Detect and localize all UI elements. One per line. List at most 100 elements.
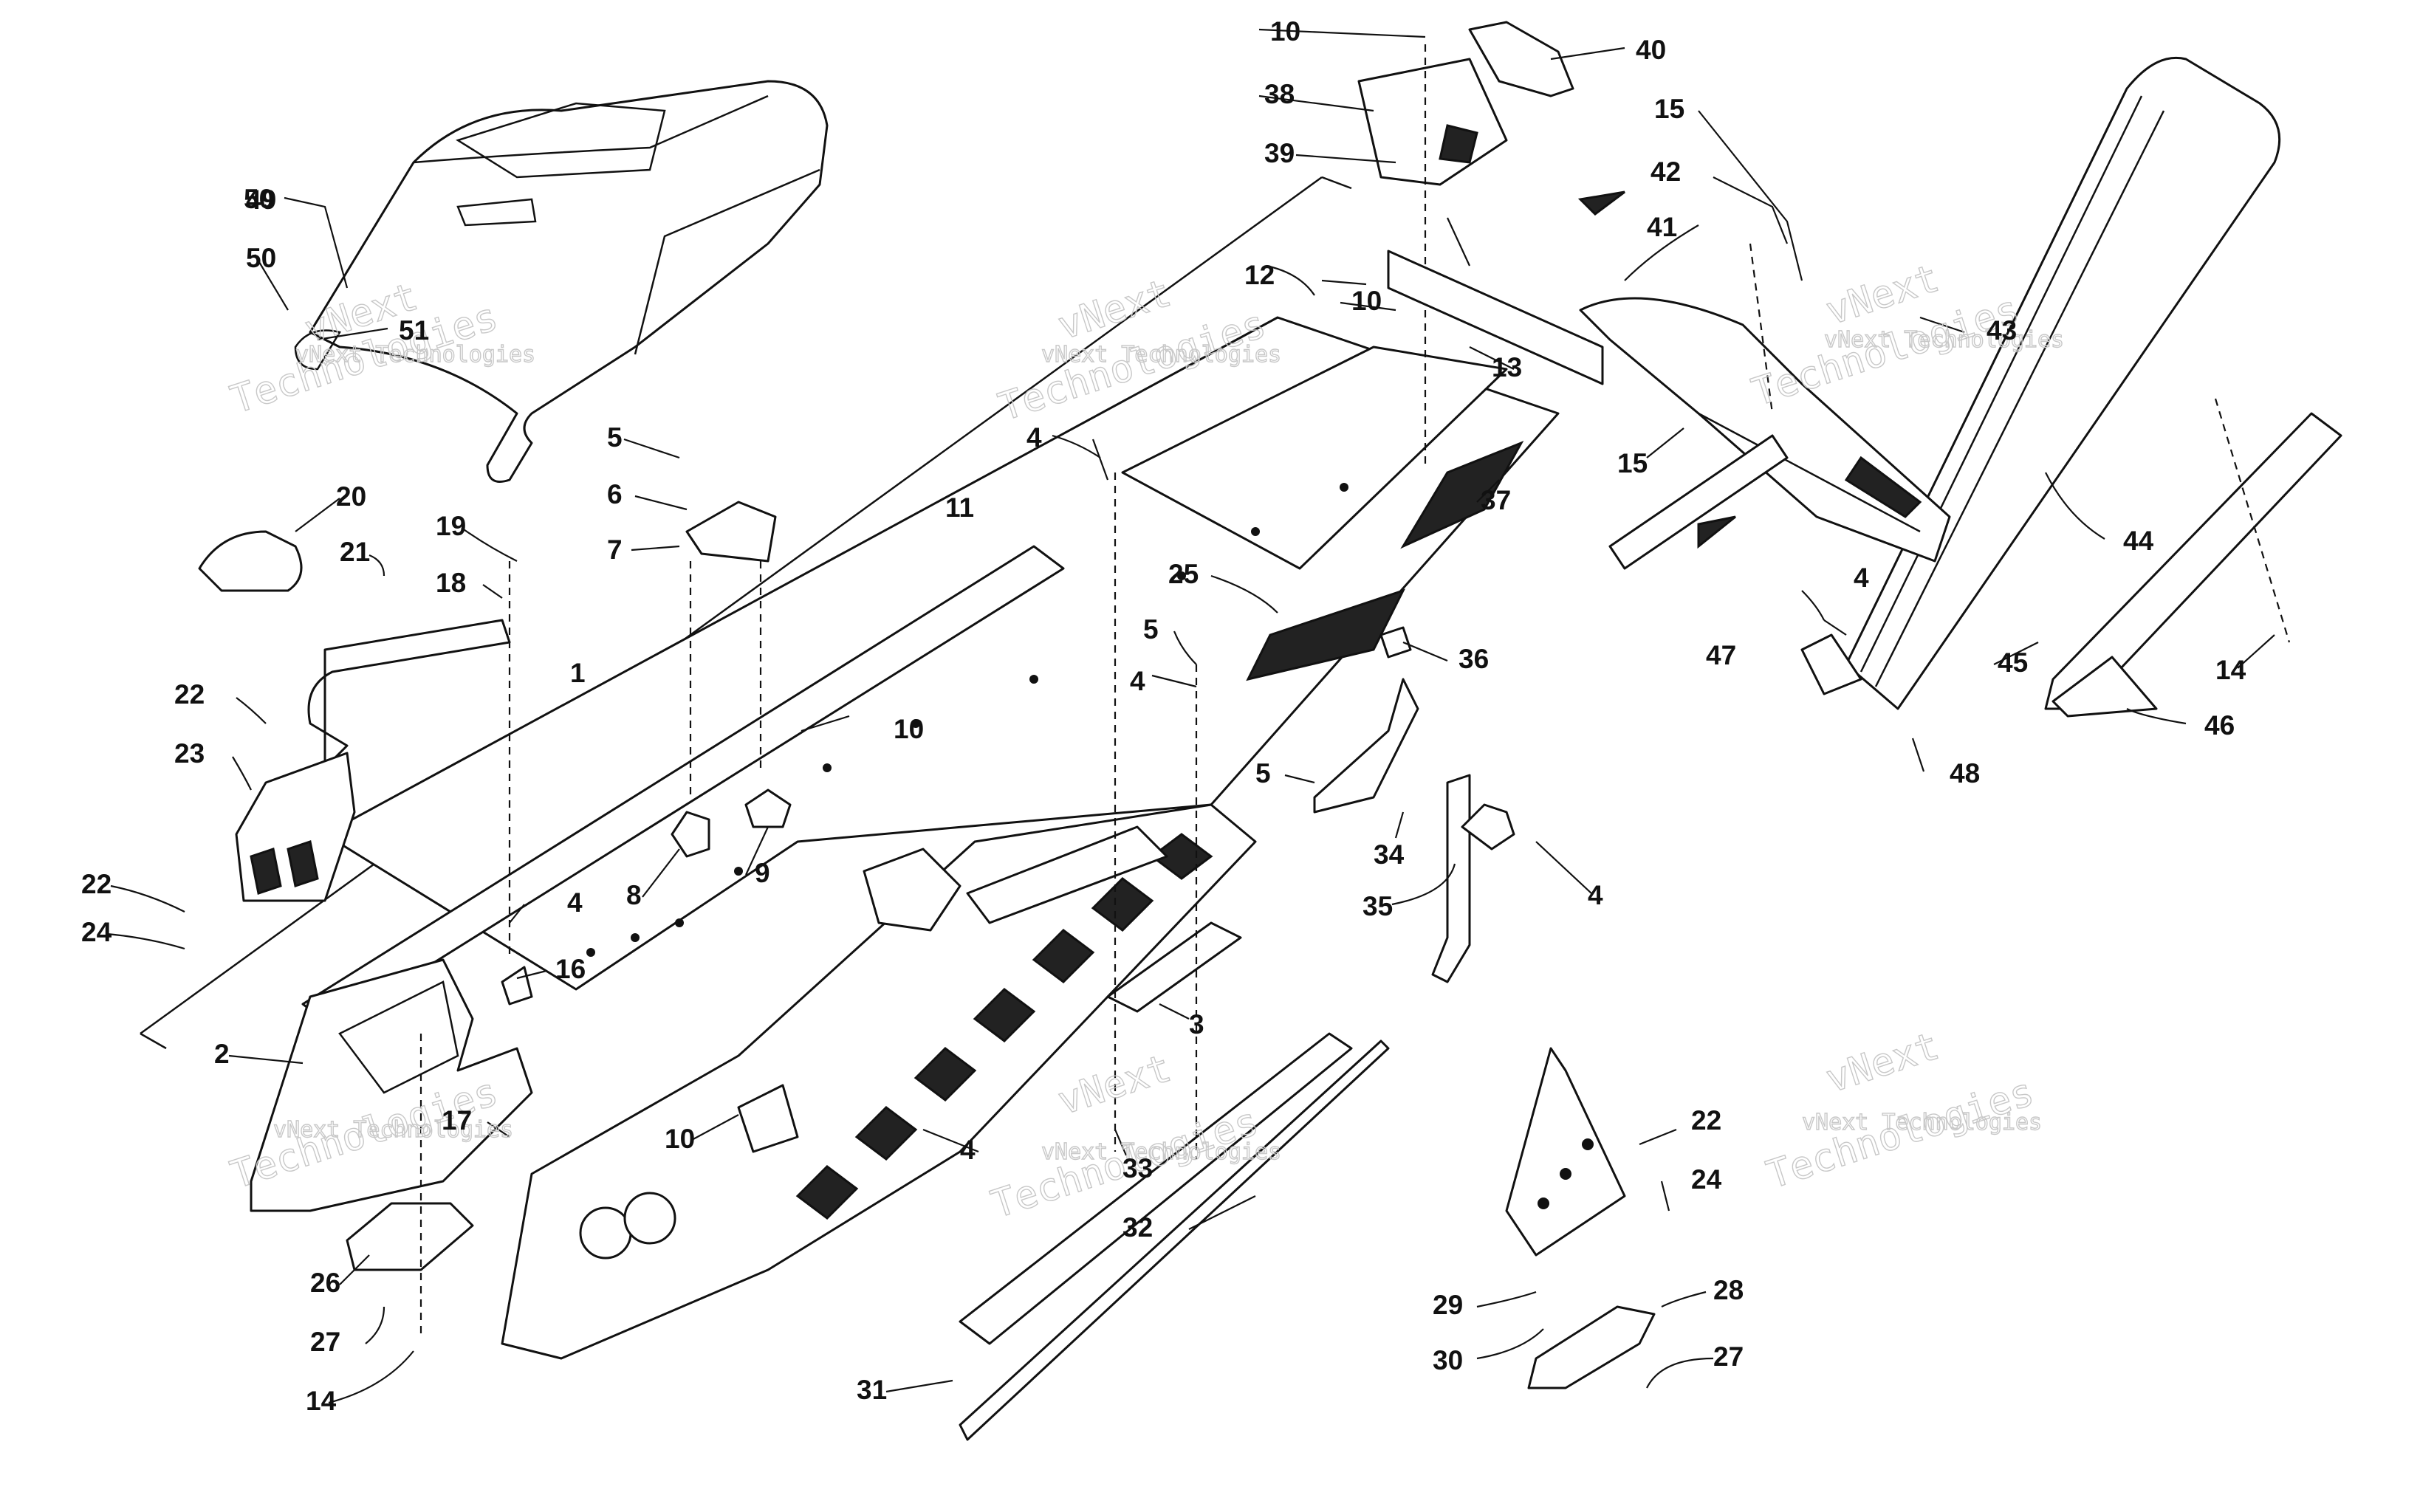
c41: 41 bbox=[1647, 212, 1677, 242]
c14b: 14 bbox=[2215, 655, 2246, 685]
bracket-7 bbox=[685, 501, 777, 563]
bracket-18 bbox=[307, 619, 511, 769]
c3: 3 bbox=[1189, 1009, 1204, 1040]
c5a: 5 bbox=[607, 422, 623, 453]
c6: 6 bbox=[607, 479, 623, 509]
c4d: 4 bbox=[1130, 666, 1145, 696]
c12: 12 bbox=[1244, 260, 1275, 290]
c45: 45 bbox=[1998, 647, 2028, 678]
c20: 20 bbox=[336, 481, 366, 512]
c33: 33 bbox=[1122, 1153, 1153, 1183]
cap-36 bbox=[1379, 626, 1412, 659]
c48: 48 bbox=[1950, 758, 1980, 788]
callout-50: 50 bbox=[244, 184, 274, 214]
c50: 50 bbox=[246, 243, 276, 273]
rod-31 bbox=[959, 1040, 1390, 1441]
grommet-4 bbox=[1461, 803, 1515, 850]
c27a: 27 bbox=[310, 1327, 340, 1357]
c4b: 4 bbox=[960, 1135, 976, 1165]
c10a: 10 bbox=[894, 714, 924, 744]
c1: 1 bbox=[570, 658, 586, 688]
c11: 11 bbox=[945, 492, 974, 523]
bar-32 bbox=[959, 1032, 1353, 1345]
c14a: 14 bbox=[306, 1386, 337, 1416]
c43: 43 bbox=[1987, 315, 2017, 346]
c15b: 15 bbox=[1617, 448, 1648, 478]
c24a: 24 bbox=[81, 917, 112, 947]
bracket-47 bbox=[1800, 633, 1862, 695]
seat-assembly bbox=[294, 80, 829, 483]
c29: 29 bbox=[1433, 1290, 1463, 1320]
c9: 9 bbox=[755, 858, 770, 888]
c2: 2 bbox=[214, 1039, 230, 1069]
c34: 34 bbox=[1374, 839, 1405, 870]
c42: 42 bbox=[1651, 157, 1681, 187]
direction-arrows bbox=[1577, 190, 1736, 549]
running-board-grips bbox=[795, 833, 1213, 1220]
c32: 32 bbox=[1122, 1212, 1153, 1243]
c5b: 5 bbox=[1143, 614, 1159, 645]
rear-light-assembly bbox=[1357, 21, 1574, 465]
c21: 21 bbox=[340, 537, 370, 567]
c7: 7 bbox=[607, 535, 623, 565]
c35: 35 bbox=[1362, 891, 1393, 921]
watermark-text: vNext Technologies bbox=[273, 1117, 513, 1143]
grommet-8 bbox=[671, 811, 710, 858]
c22b: 22 bbox=[81, 869, 112, 899]
c22c: 22 bbox=[1691, 1105, 1721, 1135]
c10d: 10 bbox=[1270, 16, 1300, 47]
c4e: 4 bbox=[1588, 880, 1603, 910]
cup-28 bbox=[1527, 1305, 1656, 1389]
bracket-29 bbox=[1505, 1047, 1626, 1257]
handle-35 bbox=[1431, 774, 1471, 983]
c47: 47 bbox=[1706, 640, 1736, 670]
c38: 38 bbox=[1264, 79, 1295, 109]
leader-lines bbox=[106, 28, 2291, 1404]
c22a: 22 bbox=[174, 679, 205, 709]
c37: 37 bbox=[1481, 485, 1511, 515]
c13: 13 bbox=[1492, 352, 1522, 382]
c31: 31 bbox=[857, 1375, 887, 1405]
watermark-text: vNext Technologies bbox=[1824, 327, 2064, 353]
c36: 36 bbox=[1458, 644, 1489, 674]
right-lower-parts bbox=[959, 626, 1862, 1441]
c28: 28 bbox=[1713, 1275, 1744, 1305]
c51: 51 bbox=[399, 315, 429, 346]
cup-26 bbox=[346, 1202, 474, 1271]
watermark-text: vNext Technologies bbox=[1802, 1110, 2042, 1135]
left-side-parts bbox=[198, 501, 792, 1271]
c24b: 24 bbox=[1691, 1164, 1722, 1195]
c18: 18 bbox=[436, 568, 466, 598]
callout-set: 50 4 9 51 20 21 18 19 22 23 22 24 1 2 4 1… bbox=[81, 16, 2246, 1416]
cover-20 bbox=[198, 530, 303, 592]
c27b: 27 bbox=[1713, 1341, 1744, 1372]
bracket-16 bbox=[501, 966, 533, 1006]
grommet-9 bbox=[744, 788, 792, 828]
rear-brackets bbox=[1387, 250, 1789, 570]
c8: 8 bbox=[626, 880, 642, 910]
c40: 40 bbox=[1636, 35, 1666, 65]
c23: 23 bbox=[174, 738, 205, 769]
c26: 26 bbox=[310, 1268, 340, 1298]
c10b: 10 bbox=[665, 1124, 695, 1154]
c4f: 4 bbox=[1854, 563, 1869, 593]
bracket-3 bbox=[1106, 921, 1242, 1013]
c17: 17 bbox=[442, 1105, 472, 1135]
c44: 44 bbox=[2123, 526, 2154, 556]
snowflap bbox=[1579, 297, 1951, 563]
watermark-text: vNext Technologies bbox=[295, 342, 535, 368]
watermark-text: vNext Technologies bbox=[1041, 342, 1281, 368]
watermark-text: vNext Technologies bbox=[1041, 1139, 1281, 1165]
callout-labels: 50 50 50 50 50 50 50 50 50 50 50 50 50 5… bbox=[244, 184, 274, 214]
c19: 19 bbox=[436, 511, 466, 541]
assembly-outline bbox=[140, 176, 1352, 1050]
c4a: 4 bbox=[567, 887, 583, 918]
rear-bumper bbox=[1845, 56, 2342, 718]
c16: 16 bbox=[555, 954, 586, 984]
c5c: 5 bbox=[1255, 758, 1271, 788]
watermark-text: vNext bbox=[1820, 1024, 1944, 1102]
c25: 25 bbox=[1168, 559, 1199, 589]
c30: 30 bbox=[1433, 1345, 1463, 1375]
c46: 46 bbox=[2204, 710, 2235, 740]
